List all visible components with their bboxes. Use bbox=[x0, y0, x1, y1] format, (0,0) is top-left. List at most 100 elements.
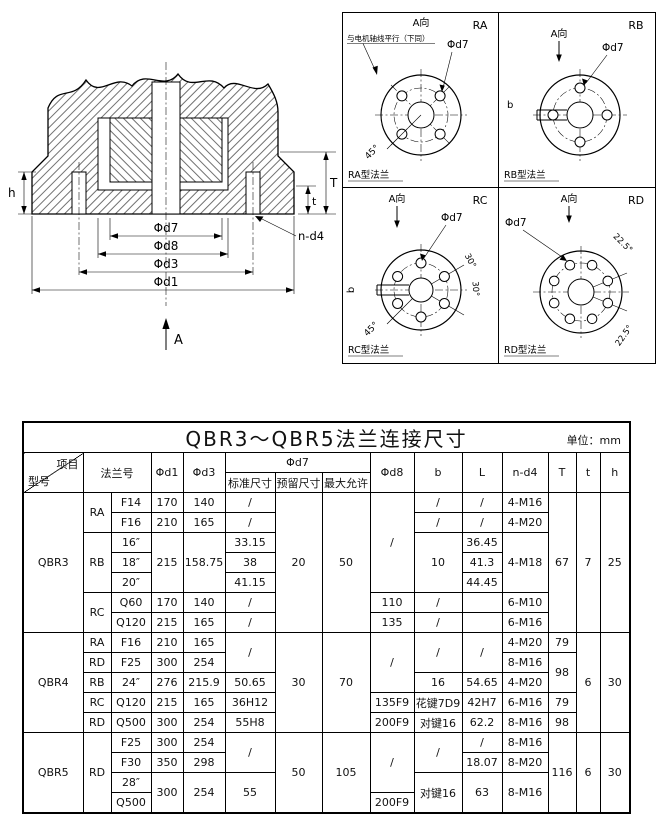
header-cell: Φd7 bbox=[224, 452, 371, 473]
header-cell: 法兰号 bbox=[82, 452, 152, 493]
flange-view-rd: RD A向 Φd7 22.5° 22.5° RD型法兰 bbox=[504, 192, 644, 357]
table-cell: F25 bbox=[110, 652, 152, 673]
project-model-diagonal-header: 项目型号 bbox=[22, 452, 84, 493]
table-cell: 16″ bbox=[110, 532, 152, 553]
table-cell: 33.15 bbox=[224, 532, 276, 553]
table-cell: F16 bbox=[110, 512, 152, 533]
table-cell: 6-M16 bbox=[501, 692, 549, 713]
table-cell: RB bbox=[82, 672, 112, 693]
table-cell: 135 bbox=[369, 612, 415, 633]
view-caption: RA型法兰 bbox=[348, 169, 389, 181]
table-cell: / bbox=[369, 732, 415, 793]
header-cell: Φd3 bbox=[182, 452, 226, 493]
table-cell: / bbox=[413, 732, 463, 773]
table-cell: 298 bbox=[182, 752, 226, 773]
dim-d7-label: Φd7 bbox=[154, 221, 179, 235]
header-cell: 预留尺寸 bbox=[274, 472, 323, 493]
table-cell: F16 bbox=[110, 632, 152, 653]
table-cell: 36.45 bbox=[461, 532, 503, 553]
table-cell: RA bbox=[82, 632, 112, 653]
table-cell: RD bbox=[82, 712, 112, 733]
flange-type-code: RD bbox=[628, 194, 644, 207]
table-cell: QBR5 bbox=[22, 732, 84, 814]
parallel-note: 与电机轴线平行（下同） bbox=[347, 33, 430, 43]
table-cell: 165 bbox=[182, 692, 226, 713]
table-cell: / bbox=[224, 592, 276, 613]
table-cell: 105 bbox=[321, 732, 371, 814]
angle-label: 22.5° bbox=[611, 232, 634, 255]
header-cell: n-d4 bbox=[501, 452, 549, 493]
table-cell: 8-M16 bbox=[501, 732, 549, 753]
table-cell: Q500 bbox=[110, 792, 152, 814]
dim-h-label: h bbox=[8, 186, 16, 200]
table-cell: QBR4 bbox=[22, 632, 84, 733]
table-cell: F30 bbox=[110, 752, 152, 773]
table-cell: Q60 bbox=[110, 592, 152, 613]
table-cell: RD bbox=[82, 732, 112, 814]
table-cell: / bbox=[369, 492, 415, 593]
table-cell: 110 bbox=[369, 592, 415, 613]
table-cell: 215 bbox=[150, 692, 184, 713]
table-cell: 254 bbox=[182, 732, 226, 753]
header-cell: Φd1 bbox=[150, 452, 184, 493]
table-cell bbox=[461, 592, 503, 613]
table-cell: RB bbox=[82, 532, 112, 593]
view-direction-label: A向 bbox=[561, 192, 578, 205]
table-cell: 6-M10 bbox=[501, 592, 549, 613]
table-cell: 165 bbox=[182, 632, 226, 653]
table-cell: F14 bbox=[110, 492, 152, 513]
keyway-b-label: b bbox=[507, 100, 513, 111]
table-cell: Q120 bbox=[110, 692, 152, 713]
header-cell: h bbox=[599, 452, 631, 493]
table-cell: / bbox=[413, 612, 463, 633]
table-cell: 135F9 bbox=[369, 692, 415, 713]
table-cell: 16 bbox=[413, 672, 463, 693]
header-cell: 标准尺寸 bbox=[224, 472, 276, 493]
header-cell: Φd8 bbox=[369, 452, 415, 493]
table-cell: 276 bbox=[150, 672, 184, 693]
table-cell: 210 bbox=[150, 512, 184, 533]
table-cell: 4-M20 bbox=[501, 512, 549, 533]
table-cell: / bbox=[461, 492, 503, 513]
table-cell: 41.3 bbox=[461, 552, 503, 573]
table-cell: / bbox=[413, 492, 463, 513]
table-cell: 254 bbox=[182, 712, 226, 733]
angle-label: 22.5° bbox=[614, 323, 635, 348]
table-cell: / bbox=[224, 612, 276, 633]
table-cell: 300 bbox=[150, 732, 184, 753]
table-cell: 44.45 bbox=[461, 572, 503, 593]
table-cell: 215 bbox=[150, 532, 184, 593]
table-cell bbox=[461, 612, 503, 633]
table-cell: 30 bbox=[599, 732, 631, 814]
table-cell: / bbox=[224, 512, 276, 533]
view-caption: RB型法兰 bbox=[504, 169, 546, 181]
table-cell: 7 bbox=[575, 492, 601, 633]
table-cell: 170 bbox=[150, 492, 184, 513]
table-cell: QBR3 bbox=[22, 492, 84, 633]
table-cell: RD bbox=[82, 652, 112, 673]
table-title: QBR3～QBR5法兰连接尺寸 bbox=[185, 427, 468, 451]
table-cell: 300 bbox=[150, 652, 184, 673]
dim-d3-label: Φd3 bbox=[154, 257, 179, 271]
header-cell: L bbox=[461, 452, 503, 493]
dim-d7-label: Φd7 bbox=[602, 42, 624, 54]
table-cell: 20 bbox=[274, 492, 323, 633]
table-cell: 4-M16 bbox=[501, 492, 549, 513]
table-cell: 300 bbox=[150, 772, 184, 814]
annotation-labels: n-d4 T t h A bbox=[8, 151, 338, 350]
header-cell: 最大允许 bbox=[321, 472, 371, 493]
header-cell: T bbox=[547, 452, 577, 493]
table-cell: 24″ bbox=[110, 672, 152, 693]
view-direction-label: A向 bbox=[389, 192, 406, 205]
table-cell: 10 bbox=[413, 532, 463, 593]
angle-label: 30° bbox=[469, 281, 480, 297]
table-cell: 对键16 bbox=[413, 772, 463, 814]
